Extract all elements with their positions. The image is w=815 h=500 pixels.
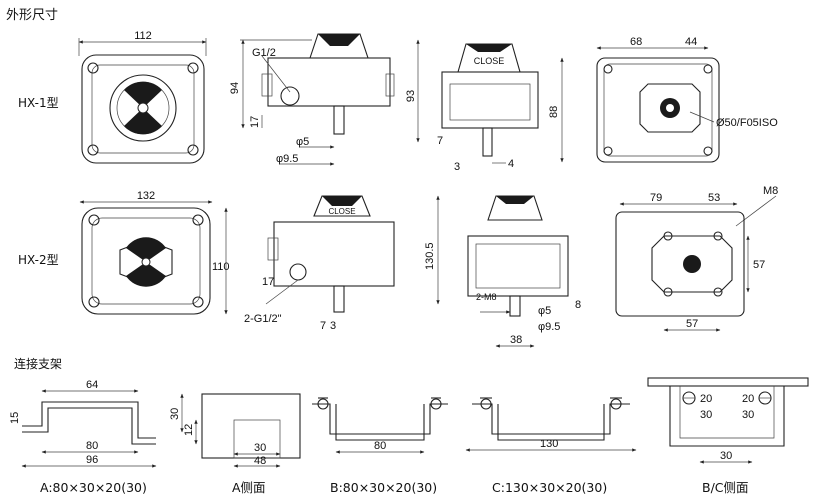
bracket-a-width-1: 80 [86, 440, 98, 452]
bracket-b-caption: B:80×30×20(30) [330, 480, 437, 495]
bracket-a-caption: A:80×30×20(30) [40, 480, 147, 495]
model-label-hx1: HX-1型 [18, 96, 59, 110]
hx1-side-port: G1/2 [252, 47, 276, 59]
hx1-top-w1: 68 [630, 36, 642, 48]
bracket-bc-side-view: 20 30 20 30 30 B/C侧面 [647, 377, 809, 495]
hx1-side-offset: 17 [249, 116, 261, 128]
hx1-top-view: 68 44 88 Ø50/F05ISO [548, 36, 778, 163]
hx2-top-view: 79 53 M8 57 57 [615, 185, 778, 332]
model-label-hx2: HX-2型 [18, 253, 59, 267]
bracket-a: 64 15 80 96 A:80×30×20(30) [9, 379, 157, 495]
hx2-side-offset: 17 [262, 276, 274, 288]
hx2-front-width: 132 [137, 190, 155, 202]
hx2-end-view: 130.5 2-M8 8 φ5 φ9.5 38 [424, 195, 581, 348]
hx1-end-dim-a: 7 [437, 135, 443, 147]
bracket-c-caption: C:130×30×20(30) [492, 480, 607, 495]
section-title-outline: 外形尺寸 [6, 8, 58, 23]
hx1-side-view: 94 G1/2 17 φ5 φ9.5 [229, 33, 395, 166]
bracket-bc-left-1: 20 [700, 393, 712, 405]
hx2-top-height: 57 [753, 259, 765, 271]
hx1-top-w2: 44 [685, 36, 697, 48]
hx2-top-w2: 53 [708, 192, 720, 204]
hx1-side-shaft-a: φ5 [296, 136, 309, 148]
bracket-a-height: 15 [9, 412, 21, 424]
hx1-end-dim-c: 4 [508, 158, 514, 170]
hx2-top-w3: 57 [686, 318, 698, 330]
bracket-a-width-2: 96 [86, 454, 98, 466]
hx2-top-bolt: M8 [763, 185, 778, 197]
hx2-side-cap: CLOSE [328, 207, 355, 216]
hx2-end-height: 130.5 [424, 242, 436, 270]
bracket-a-side-view: 30 12 30 48 A侧面 [169, 393, 301, 495]
bracket-bc-right-1: 20 [742, 393, 754, 405]
hx1-top-flange: Ø50/F05ISO [716, 117, 778, 129]
hx2-end-port: 2-M8 [476, 292, 497, 302]
hx1-front-width: 112 [134, 30, 152, 42]
hx2-front-view: 132 110 [79, 190, 230, 315]
bracket-aside-w2: 48 [254, 455, 266, 467]
bracket-aside-h1: 30 [169, 408, 181, 420]
bracket-c: 130 C:130×30×20(30) [465, 397, 637, 495]
bracket-bc-left-2: 30 [700, 409, 712, 421]
hx1-top-height: 88 [548, 106, 560, 118]
hx1-end-height: 93 [405, 90, 417, 102]
hx2-side-port: 2-G1/2" [244, 313, 282, 325]
hx1-side-shaft-b: φ9.5 [276, 153, 298, 165]
section-title-bracket: 连接支架 [14, 356, 62, 371]
hx2-front-height: 110 [212, 261, 230, 273]
hx1-end-view: 93 CLOSE 7 3 4 [405, 39, 539, 173]
bracket-bc-right-2: 30 [742, 409, 754, 421]
hx2-side-dim-a: 7 [320, 320, 326, 332]
bracket-aside-h2: 12 [183, 424, 195, 436]
hx1-front-view: 112 [78, 30, 207, 164]
hx2-end-shaft-a: φ5 [538, 305, 551, 317]
bracket-c-width: 130 [540, 438, 558, 450]
bracket-b: 80 B:80×30×20(30) [312, 397, 448, 495]
bracket-b-width: 80 [374, 440, 386, 452]
hx1-side-height: 94 [229, 82, 241, 94]
hx2-side-dim-b: 3 [330, 320, 336, 332]
bracket-bc-width: 30 [720, 450, 732, 462]
hx2-side-view: CLOSE 17 2-G1/2" 7 3 [244, 195, 395, 332]
bracket-aside-w1: 30 [254, 442, 266, 454]
bracket-aside-caption: A侧面 [232, 480, 266, 495]
bracket-bc-caption: B/C侧面 [702, 480, 749, 495]
hx1-end-cap: CLOSE [474, 56, 505, 66]
hx2-end-shaft-width: 38 [510, 334, 522, 346]
bracket-a-top-width: 64 [86, 379, 98, 391]
hx2-end-dim-8: 8 [575, 299, 581, 311]
hx1-end-dim-b: 3 [454, 161, 460, 173]
hx2-top-w1: 79 [650, 192, 662, 204]
hx2-end-shaft-b: φ9.5 [538, 321, 560, 333]
